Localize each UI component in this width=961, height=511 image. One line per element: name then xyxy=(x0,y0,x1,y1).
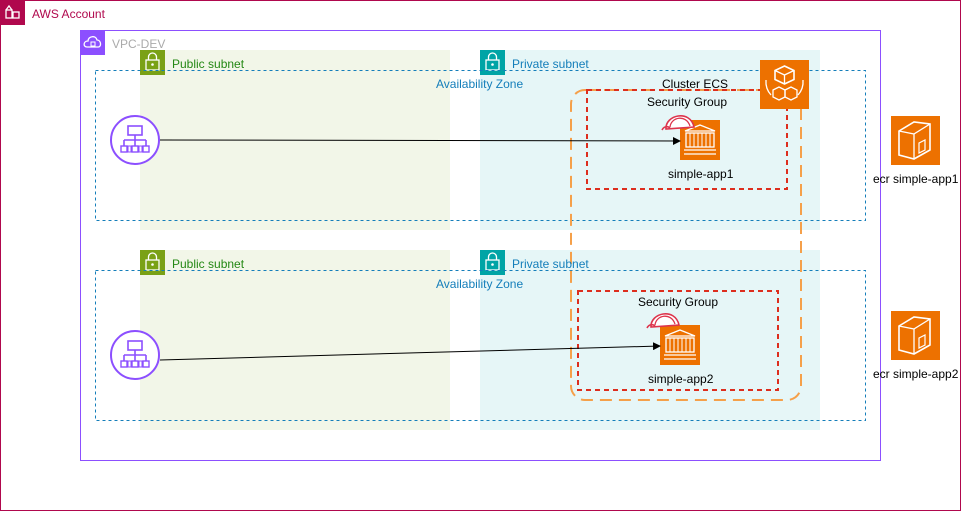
padlock-icon xyxy=(480,250,505,275)
aws-account-icon xyxy=(0,0,25,25)
security-group-2-label: Security Group xyxy=(638,295,719,309)
security-group-1-label: Security Group xyxy=(647,95,728,109)
public-subnet-1-label: Public subnet xyxy=(172,57,245,71)
connector-arrow-2 xyxy=(159,342,661,361)
cluster-ecs-label: Cluster ECS xyxy=(662,77,729,91)
ecs-cluster-icon xyxy=(760,60,809,109)
public-subnet-2-label: Public subnet xyxy=(172,257,245,271)
padlock-icon xyxy=(140,50,165,75)
vpc-boundary xyxy=(80,30,881,461)
ecr-1-label: ecr simple-app1 xyxy=(873,172,959,186)
availability-zone-1 xyxy=(95,70,866,221)
aws-account-label: AWS Account xyxy=(32,7,105,21)
padlock-icon xyxy=(480,50,505,75)
load-balancer-icon xyxy=(110,115,160,165)
vpc-label: VPC-DEV xyxy=(112,37,166,51)
ecr-2-label: ecr simple-app2 xyxy=(873,367,959,381)
ecs-task-icon xyxy=(660,325,700,365)
public-subnet-2 xyxy=(140,250,450,430)
availability-zone-2-label: Availability Zone xyxy=(436,277,524,291)
security-group-1 xyxy=(586,89,788,190)
ecr-repository-icon xyxy=(891,311,940,360)
availability-zone-2 xyxy=(95,270,866,421)
security-group-2 xyxy=(577,290,779,391)
private-subnet-2 xyxy=(480,250,820,430)
app-2-label: simple-app2 xyxy=(648,372,714,386)
security-helmet-icon xyxy=(661,115,695,131)
ecr-repository-icon xyxy=(891,116,940,165)
padlock-icon xyxy=(140,250,165,275)
app-1-label: simple-app1 xyxy=(668,167,734,181)
connector-arrow-1 xyxy=(159,136,681,145)
load-balancer-icon xyxy=(110,330,160,380)
security-helmet-icon xyxy=(646,313,680,329)
vpc-cloud-icon xyxy=(80,30,105,55)
private-subnet-2-label: Private subnet xyxy=(512,257,589,271)
private-subnet-1-label: Private subnet xyxy=(512,57,589,71)
availability-zone-1-label: Availability Zone xyxy=(436,77,524,91)
